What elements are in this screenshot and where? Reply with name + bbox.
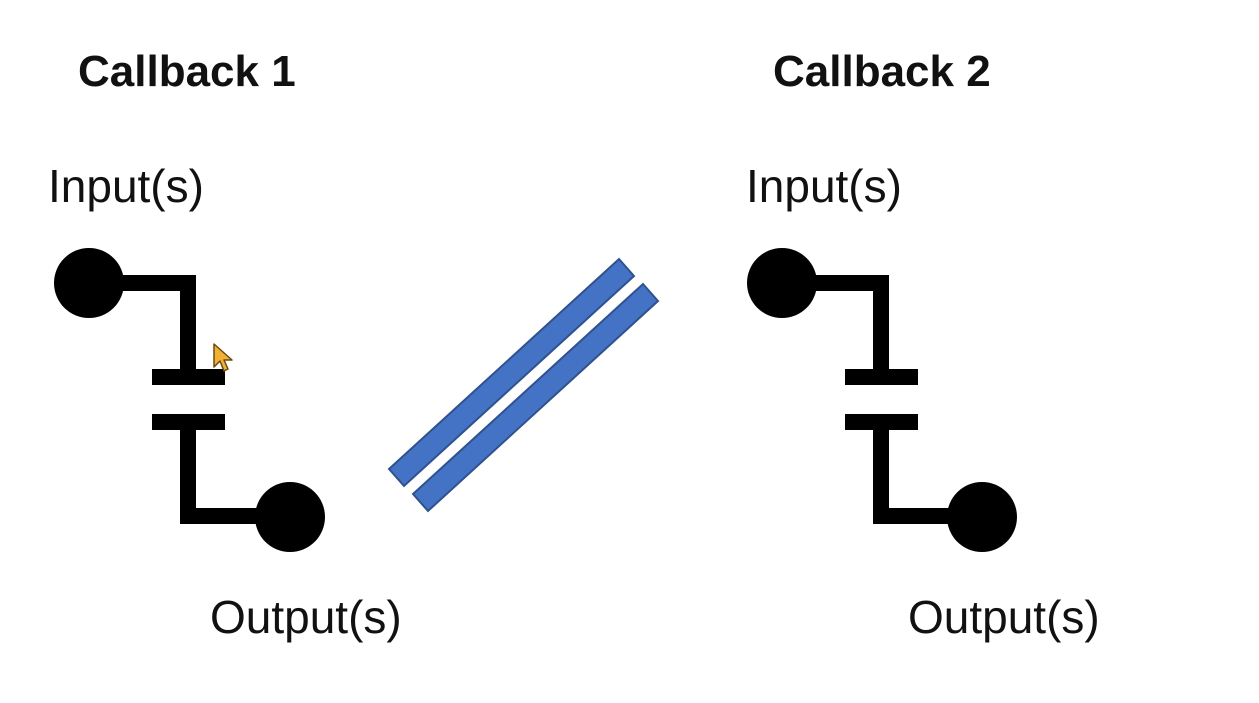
not-equal-slashes-icon [387,257,660,513]
mouse-pointer-icon [213,343,233,372]
callback-1-capacitor-bottom-plate [152,414,225,430]
callback-2-title: Callback 2 [773,47,991,96]
callback-1-input-wire [89,275,196,373]
callback-1-title: Callback 1 [78,47,296,96]
callback-1-circuit [54,248,325,552]
callback-1-input-node [54,248,124,318]
callback-1-output-node [255,482,325,552]
callback-2-output-wire [873,428,982,524]
callback-2-output-label: Output(s) [908,591,1100,643]
callback-2-capacitor-top-plate [845,369,918,385]
callback-2-input-node [747,248,817,318]
callback-2-input-wire [782,275,889,373]
callback-1-output-label: Output(s) [210,591,402,643]
callback-2-input-label: Input(s) [746,160,902,212]
callback-2-capacitor-bottom-plate [845,414,918,430]
callback-2-output-node [947,482,1017,552]
callback-1-output-wire [180,428,290,524]
callback-2-circuit [747,248,1017,552]
separator-slash-lower [411,282,660,513]
callback-1-input-label: Input(s) [48,160,204,212]
separator-slash-upper [387,257,636,488]
